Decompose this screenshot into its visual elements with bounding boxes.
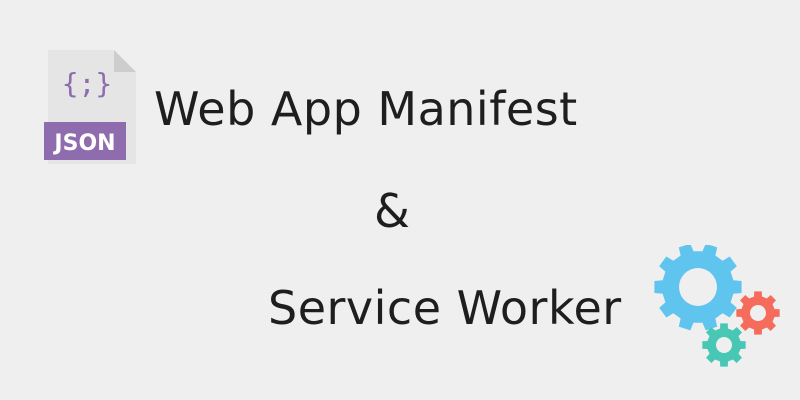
gear-medium-icon [736,291,780,335]
json-label: JSON [52,131,115,156]
title-web-app-manifest: Web App Manifest [154,82,578,136]
gears-icon [654,245,780,367]
json-braces: {;} [62,67,113,100]
title-service-worker: Service Worker [268,281,622,335]
gear-small-icon [702,323,746,367]
ampersand: & [374,184,411,238]
gear-large-icon [654,245,742,331]
json-file-icon: {;} JSON [44,50,136,164]
